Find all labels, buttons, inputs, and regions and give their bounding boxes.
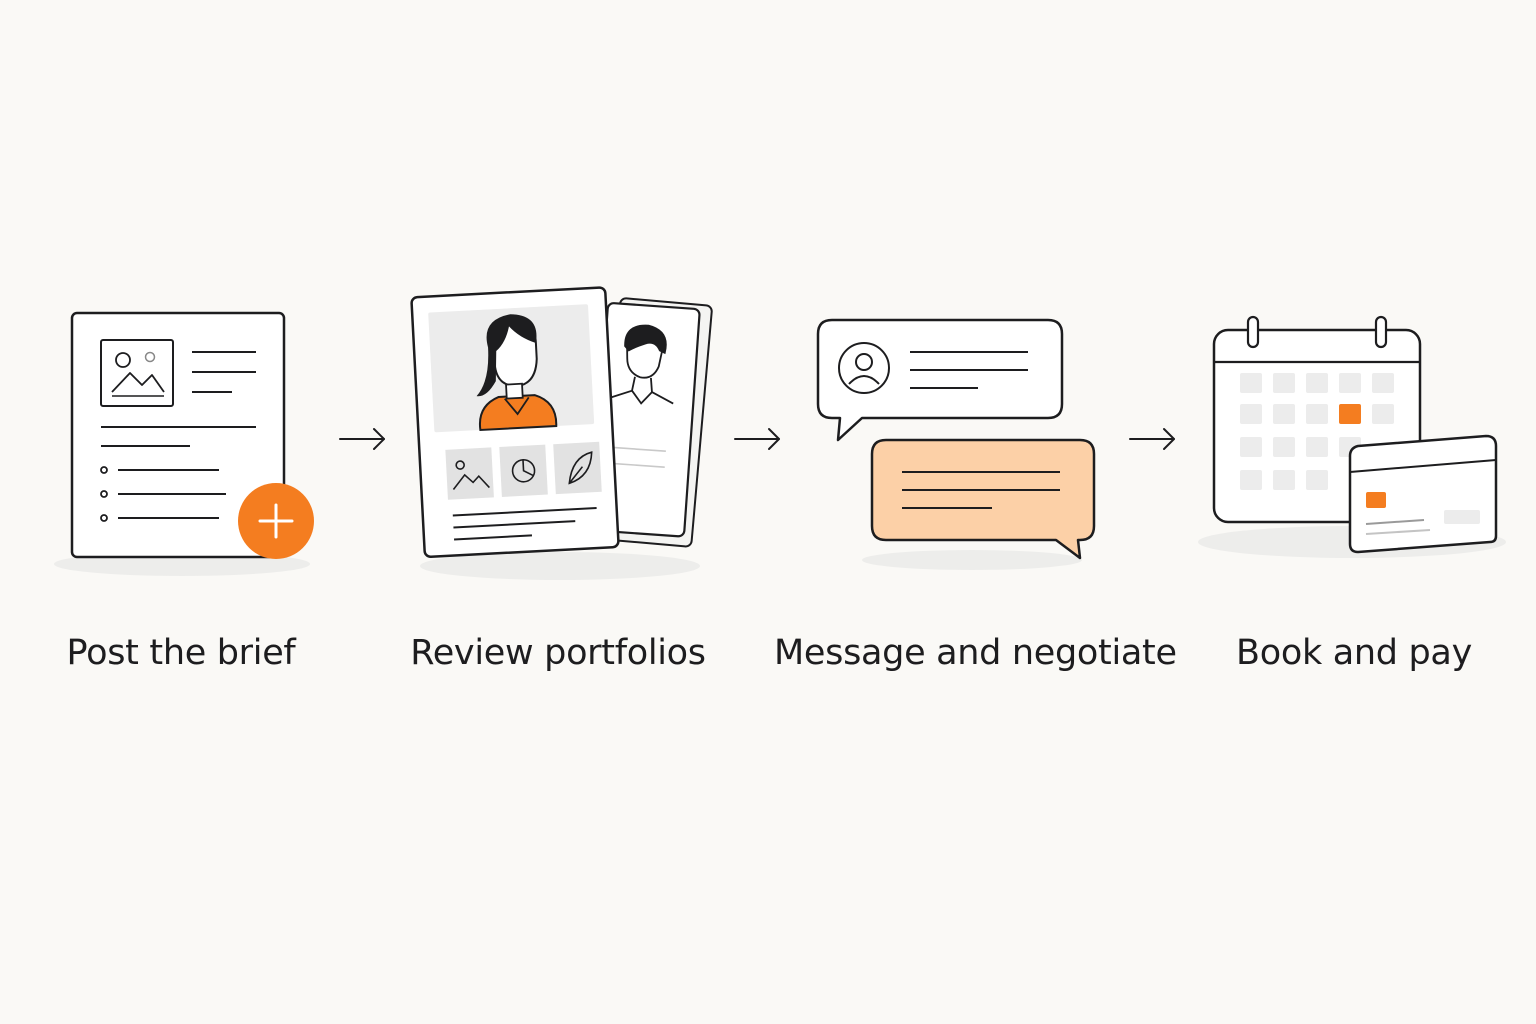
portfolio-card-secondary — [591, 302, 701, 538]
outgoing-message-bubble — [870, 438, 1096, 560]
step-label-book-pay: Book and pay — [1236, 633, 1472, 673]
image-placeholder-icon — [100, 339, 174, 407]
calendar-day-grid — [1240, 373, 1394, 490]
card-chip — [1366, 492, 1386, 508]
chat-bubbles-icon — [816, 318, 1096, 570]
incoming-message-bubble — [816, 318, 1064, 442]
calendar-and-card-icon — [1198, 315, 1506, 558]
shadow — [862, 550, 1082, 570]
step-label-review-portfolios: Review portfolios — [410, 633, 706, 673]
document-text-lines — [101, 351, 256, 519]
portfolio-thumbnails — [445, 441, 602, 500]
man-avatar-icon — [611, 324, 674, 405]
bullet-points — [100, 466, 108, 522]
document-with-plus-icon — [54, 311, 314, 576]
arrow-right-icon — [734, 428, 780, 450]
credit-card-icon — [1348, 434, 1498, 554]
arrow-right-icon — [1129, 428, 1175, 450]
woman-avatar-icon — [476, 314, 558, 432]
step-label-post-brief: Post the brief — [66, 633, 296, 673]
card-text-lines — [452, 507, 597, 541]
user-avatar-icon — [838, 342, 890, 394]
shadow — [420, 552, 700, 580]
plus-icon — [238, 483, 314, 559]
arrow-right-icon — [339, 428, 385, 450]
portfolio-card-primary — [410, 286, 620, 558]
selected-date — [1339, 404, 1361, 424]
step-label-message-negotiate: Message and negotiate — [774, 633, 1177, 673]
portfolio-cards-icon — [410, 286, 713, 580]
